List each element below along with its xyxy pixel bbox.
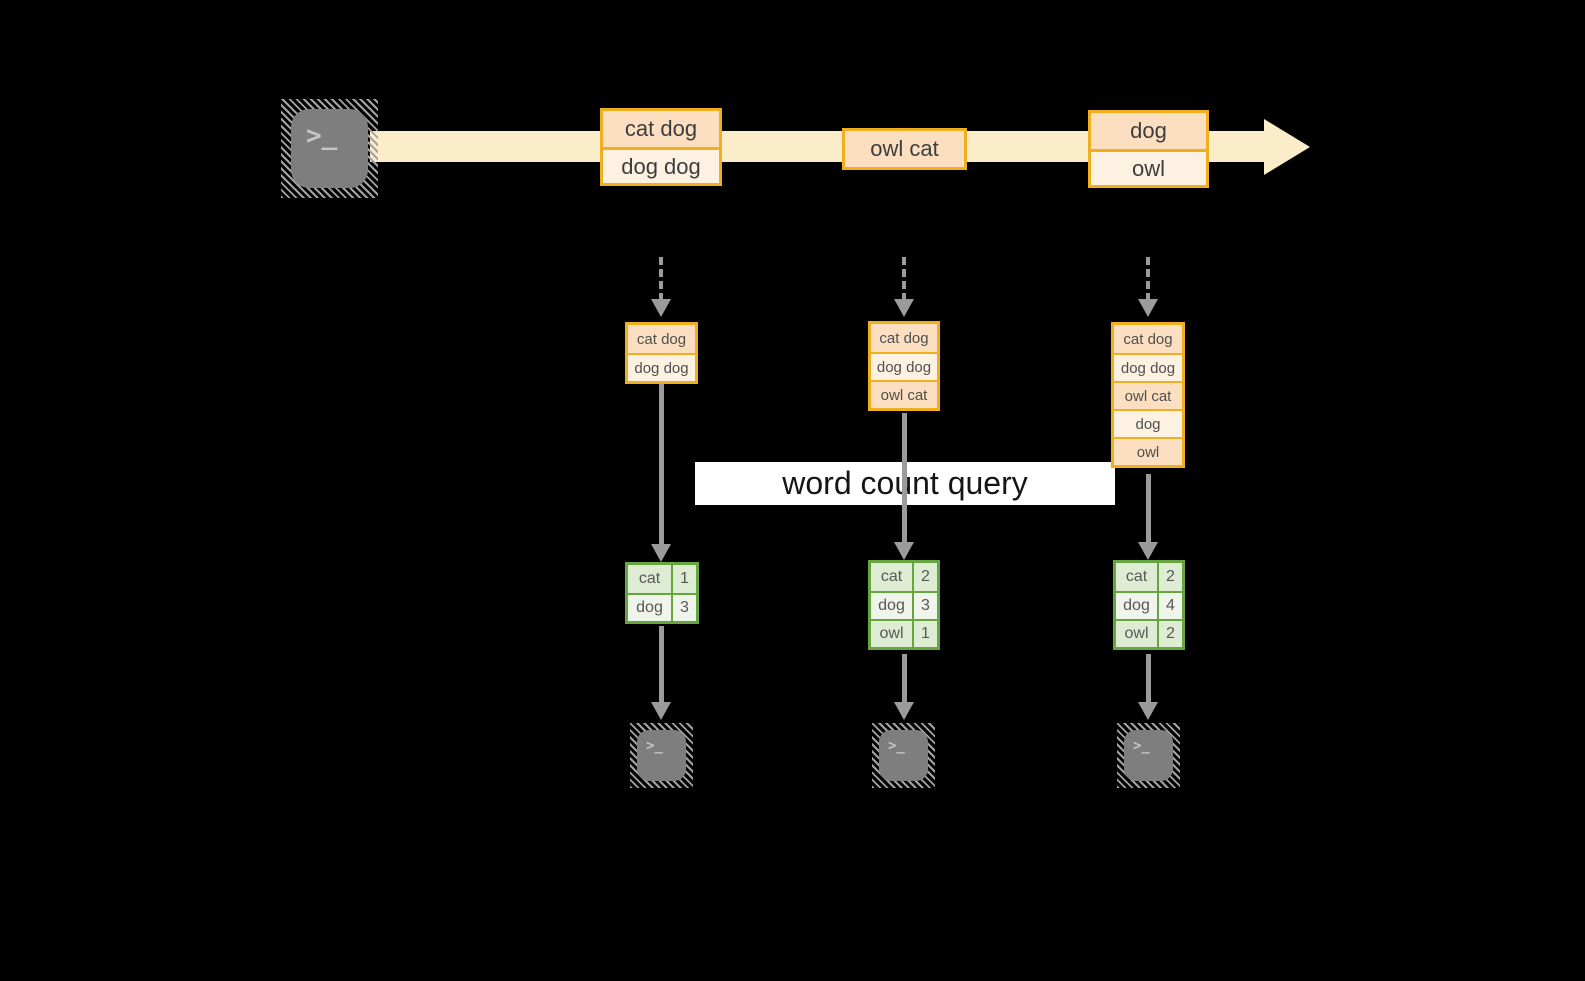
terminal-source-icon: >_ [281, 99, 378, 198]
count-value: 4 [1159, 593, 1182, 619]
arrowhead-down-icon [894, 299, 914, 317]
count-table-3: cat 2 dog 4 owl 2 [1113, 560, 1185, 650]
state-box-3: cat dog dog dog owl cat dog owl [1111, 322, 1185, 468]
solid-arrow-line [1146, 474, 1151, 542]
count-word: dog [1116, 593, 1159, 619]
count-word: owl [1116, 621, 1159, 647]
arrowhead-down-icon [651, 544, 671, 562]
count-value: 2 [1159, 563, 1182, 591]
count-value: 1 [673, 565, 696, 593]
arrowhead-down-icon [894, 702, 914, 720]
count-word: dog [871, 593, 914, 619]
count-word: cat [628, 565, 673, 593]
solid-arrow-line [902, 413, 907, 542]
solid-arrow-line [659, 626, 664, 702]
arrowhead-down-icon [651, 299, 671, 317]
count-row: cat 2 [1116, 563, 1182, 591]
terminal-prompt-glyph: >_ [1124, 730, 1173, 781]
state-row: owl cat [871, 380, 937, 408]
solid-arrow-line [902, 654, 907, 702]
count-value: 2 [1159, 621, 1182, 647]
batch-row: cat dog [603, 111, 719, 147]
terminal-sink-icon: >_ [630, 723, 693, 788]
terminal-prompt-glyph: >_ [291, 109, 368, 188]
count-row: dog 4 [1116, 591, 1182, 619]
count-table-1: cat 1 dog 3 [625, 562, 699, 624]
batch-row: owl cat [845, 131, 964, 167]
state-row: dog dog [1114, 353, 1182, 381]
state-box-2: cat dog dog dog owl cat [868, 321, 940, 411]
stream-timeline-arrowhead-icon [1264, 119, 1310, 175]
dashed-arrow-line [659, 257, 663, 301]
count-value: 1 [914, 621, 937, 647]
state-row: cat dog [871, 324, 937, 352]
state-box-1: cat dog dog dog [625, 322, 698, 384]
batch-row: dog dog [603, 147, 719, 183]
batch-box-2: owl cat [842, 128, 967, 170]
state-row: owl [1114, 437, 1182, 465]
batch-row: owl [1091, 149, 1206, 185]
count-word: dog [628, 595, 673, 621]
count-row: owl 2 [1116, 619, 1182, 647]
count-row: dog 3 [628, 593, 696, 621]
count-word: cat [871, 563, 914, 591]
count-value: 3 [914, 593, 937, 619]
state-row: dog dog [871, 352, 937, 380]
terminal-sink-icon: >_ [1117, 723, 1180, 788]
batch-box-1: cat dog dog dog [600, 108, 722, 186]
solid-arrow-line [659, 384, 664, 544]
arrowhead-down-icon [651, 702, 671, 720]
count-row: cat 1 [628, 565, 696, 593]
state-row: dog [1114, 409, 1182, 437]
arrowhead-down-icon [1138, 299, 1158, 317]
batch-box-3: dog owl [1088, 110, 1209, 188]
dashed-arrow-line [1146, 257, 1150, 301]
state-row: cat dog [628, 325, 695, 353]
terminal-prompt-glyph: >_ [637, 730, 686, 781]
count-word: owl [871, 621, 914, 647]
terminal-prompt-glyph: >_ [879, 730, 928, 781]
count-row: owl 1 [871, 619, 937, 647]
count-value: 3 [673, 595, 696, 621]
count-table-2: cat 2 dog 3 owl 1 [868, 560, 940, 650]
solid-arrow-line [1146, 654, 1151, 702]
arrowhead-down-icon [894, 542, 914, 560]
dashed-arrow-line [902, 257, 906, 301]
count-word: cat [1116, 563, 1159, 591]
arrowhead-down-icon [1138, 702, 1158, 720]
state-row: dog dog [628, 353, 695, 381]
state-row: cat dog [1114, 325, 1182, 353]
count-row: cat 2 [871, 563, 937, 591]
count-row: dog 3 [871, 591, 937, 619]
count-value: 2 [914, 563, 937, 591]
state-row: owl cat [1114, 381, 1182, 409]
batch-row: dog [1091, 113, 1206, 149]
terminal-sink-icon: >_ [872, 723, 935, 788]
arrowhead-down-icon [1138, 542, 1158, 560]
